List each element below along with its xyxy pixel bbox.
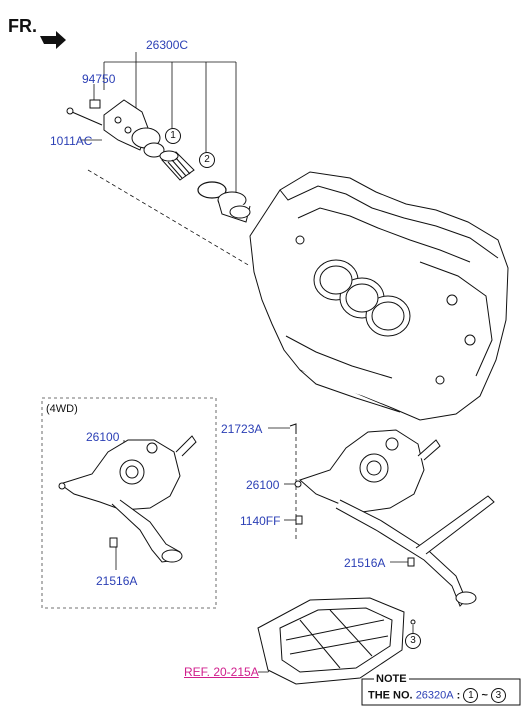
- note-colon: :: [453, 689, 464, 702]
- part-number-1140ff: 1140FF: [240, 514, 281, 528]
- engine-block: [249, 171, 509, 421]
- part-number-21516a-4wd: 21516A: [96, 574, 138, 588]
- part-number-94750: 94750: [82, 72, 116, 86]
- note-text: THE NO. 26320A : 1 ~ 3: [368, 688, 506, 703]
- note-to-circle: 3: [490, 688, 506, 703]
- note-box-frame: [361, 678, 521, 706]
- inset-4wd-frame: [41, 397, 217, 609]
- oil-filter-housing: [66, 99, 165, 158]
- callout-1: 1: [165, 128, 181, 144]
- part-number-21516a-main: 21516A: [344, 556, 386, 570]
- part-number-26300c: 26300C: [146, 38, 189, 52]
- callout-2: 2: [199, 152, 215, 168]
- part-number-1011ac: 1011AC: [50, 134, 93, 148]
- front-direction-label: FR.: [8, 16, 37, 36]
- callout-3: 3: [405, 633, 421, 649]
- oil-pan: [257, 597, 405, 685]
- note-prefix: THE NO.: [368, 689, 413, 702]
- oil-pump-4wd: [58, 435, 197, 563]
- note-title: NOTE: [374, 673, 409, 685]
- fasteners: [109, 423, 416, 625]
- note-code: 26320A: [415, 689, 454, 702]
- oil-filter-cap: [217, 191, 251, 223]
- inset-4wd-title: (4WD): [46, 403, 78, 415]
- note-tilde: ~: [478, 689, 491, 702]
- part-number-21723a: 21723A: [221, 422, 263, 436]
- oil-filter-element: [159, 150, 195, 181]
- reference-link-20-215a[interactable]: REF. 20-215A: [184, 665, 259, 679]
- part-number-26100-main: 26100: [246, 478, 280, 492]
- oil-pump-main: [294, 429, 495, 607]
- note-from-circle: 1: [463, 688, 479, 703]
- front-direction-arrow-icon: [40, 31, 66, 49]
- part-number-26100-4wd: 26100: [86, 430, 120, 444]
- o-ring: [197, 181, 227, 199]
